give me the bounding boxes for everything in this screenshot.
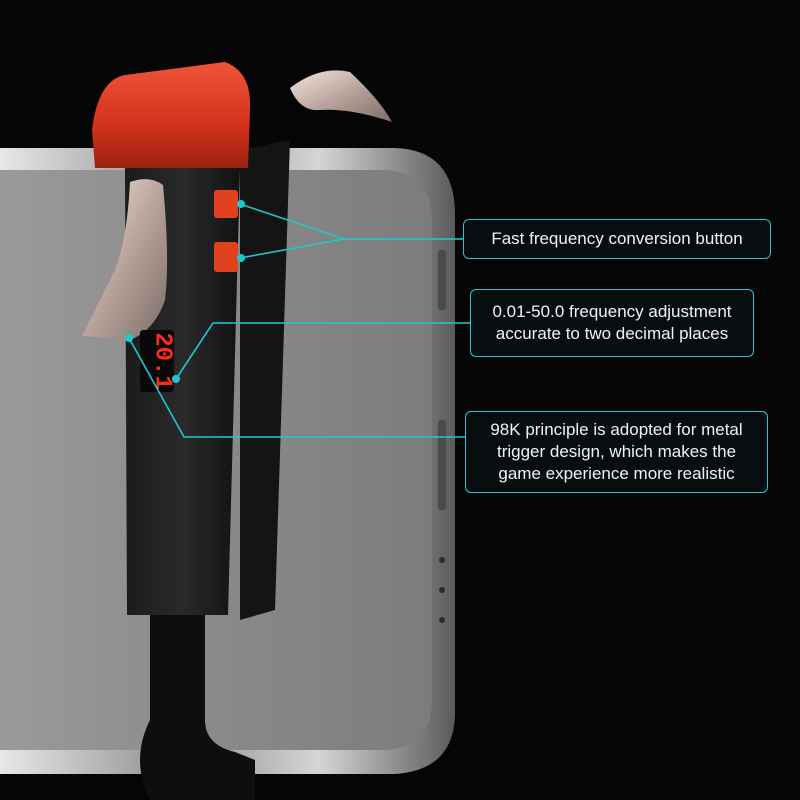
trigger-clamp	[140, 615, 255, 800]
trigger-device: 20.1	[82, 62, 392, 800]
fast-button-bottom	[214, 242, 238, 272]
connector-dot	[237, 254, 245, 262]
connector-metal	[128, 337, 465, 438]
fast-button-top	[214, 190, 238, 218]
callout-metal-trigger-design: 98K principle is adopted for metal trigg…	[465, 411, 768, 493]
callout-fast-frequency-button: Fast frequency conversion button	[463, 219, 771, 259]
connector-dot	[237, 200, 245, 208]
phone-speaker-dot	[439, 617, 445, 623]
phone-side-button	[438, 420, 446, 510]
trigger-back-arm	[240, 140, 290, 620]
phone-speaker-dot	[439, 557, 445, 563]
callout-connectors	[125, 200, 470, 438]
phone-side-button	[438, 250, 446, 310]
connector-dot	[125, 334, 133, 342]
connector-fast-bottom	[239, 238, 345, 259]
metal-trigger	[82, 179, 168, 340]
phone-speaker-dot	[439, 587, 445, 593]
metal-top-blade	[290, 70, 392, 122]
trigger-red-cap	[92, 62, 251, 168]
connector-frequency	[175, 322, 470, 380]
connector-dot	[172, 375, 180, 383]
led-display	[140, 330, 174, 392]
callout-frequency-adjustment: 0.01-50.0 frequency adjustment accurate …	[470, 289, 754, 357]
